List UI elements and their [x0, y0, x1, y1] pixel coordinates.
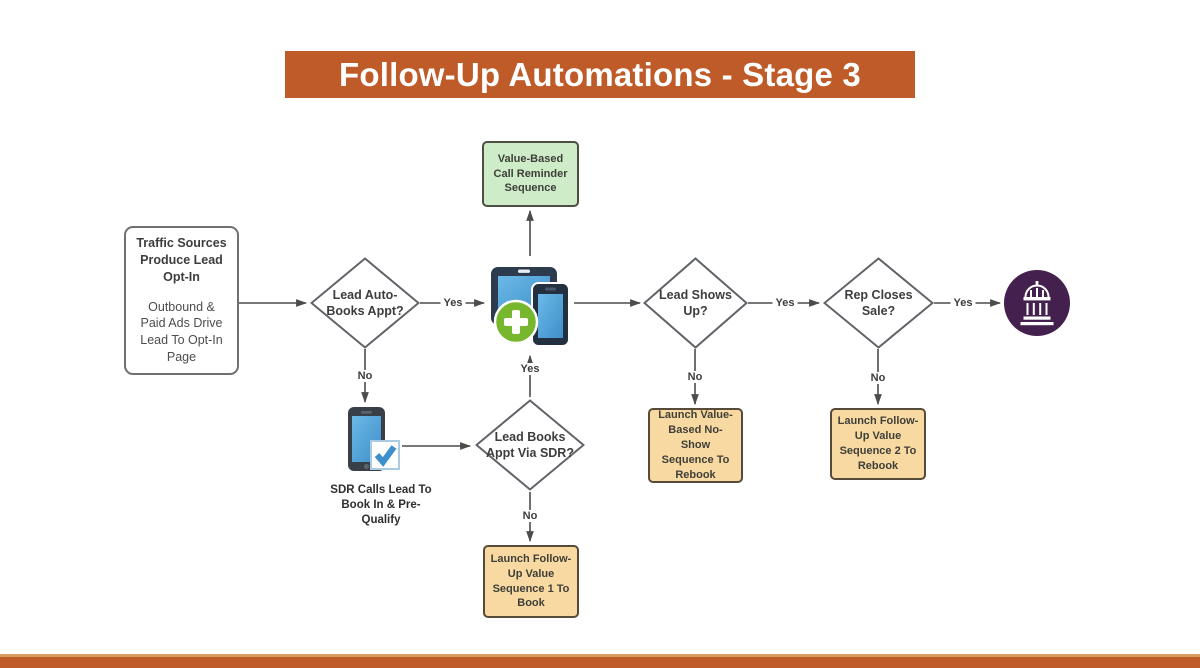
traffic-sources-heading: Traffic Sources Produce Lead Opt-In: [136, 235, 227, 284]
decision-lead-auto-books: Lead Auto-Books Appt?: [310, 257, 420, 349]
bottom-accent-bar: [0, 654, 1200, 668]
edge-label-yes: Yes: [772, 297, 798, 309]
sequence2-label: Launch Follow-Up Value Sequence 2 To Reb…: [837, 415, 919, 472]
reminder-label: Value-Based Call Reminder Sequence: [493, 152, 568, 195]
diamond-shape: [310, 257, 420, 349]
diamond-shape: [823, 257, 934, 349]
sdr-phone-check-icon: [344, 406, 402, 478]
edge-label-yes: Yes: [950, 297, 976, 309]
decision-rep-closes-sale: Rep Closes Sale?: [823, 257, 934, 349]
node-launch-no-show: Launch Value-Based No-Show Sequence To R…: [648, 408, 743, 483]
closed-sale-bank-icon: [1004, 270, 1070, 336]
node-launch-sequence-1: Launch Follow-Up Value Sequence 1 To Boo…: [483, 545, 579, 618]
decision-label: Lead Auto-Books Appt?: [326, 287, 404, 318]
title-banner: Follow-Up Automations - Stage 3: [285, 51, 915, 98]
traffic-sources-body: Outbound & Paid Ads Drive Lead To Opt-In…: [140, 299, 223, 365]
sequence1-label: Launch Follow-Up Value Sequence 1 To Boo…: [490, 552, 572, 610]
decision-label: Lead Shows Up?: [659, 287, 732, 318]
edge-label-yes: Yes: [517, 363, 543, 375]
node-traffic-sources: Traffic Sources Produce Lead Opt-In Outb…: [124, 226, 239, 375]
page-title: Follow-Up Automations - Stage 3: [339, 55, 861, 93]
edge-label-no: No: [867, 372, 889, 384]
decision-label: Rep Closes Sale?: [844, 287, 913, 318]
diamond-shape: [475, 399, 585, 491]
node-value-call-reminder: Value-Based Call Reminder Sequence: [482, 141, 579, 207]
decision-label: Lead Books Appt Via SDR?: [486, 429, 574, 460]
diamond-shape: [643, 257, 748, 349]
sdr-calls-caption: SDR Calls Lead To Book In & Pre-Qualify: [330, 484, 432, 526]
booking-devices-icon: [488, 258, 572, 350]
no-show-label: Launch Value-Based No-Show Sequence To R…: [658, 409, 733, 481]
edge-label-no: No: [354, 370, 376, 382]
decision-lead-shows-up: Lead Shows Up?: [643, 257, 748, 349]
edge-label-no: No: [519, 510, 541, 522]
edge-label-yes: Yes: [440, 297, 466, 309]
decision-books-via-sdr: Lead Books Appt Via SDR?: [475, 399, 585, 491]
node-launch-sequence-2: Launch Follow-Up Value Sequence 2 To Reb…: [830, 408, 926, 480]
edge-label-no: No: [684, 371, 706, 383]
